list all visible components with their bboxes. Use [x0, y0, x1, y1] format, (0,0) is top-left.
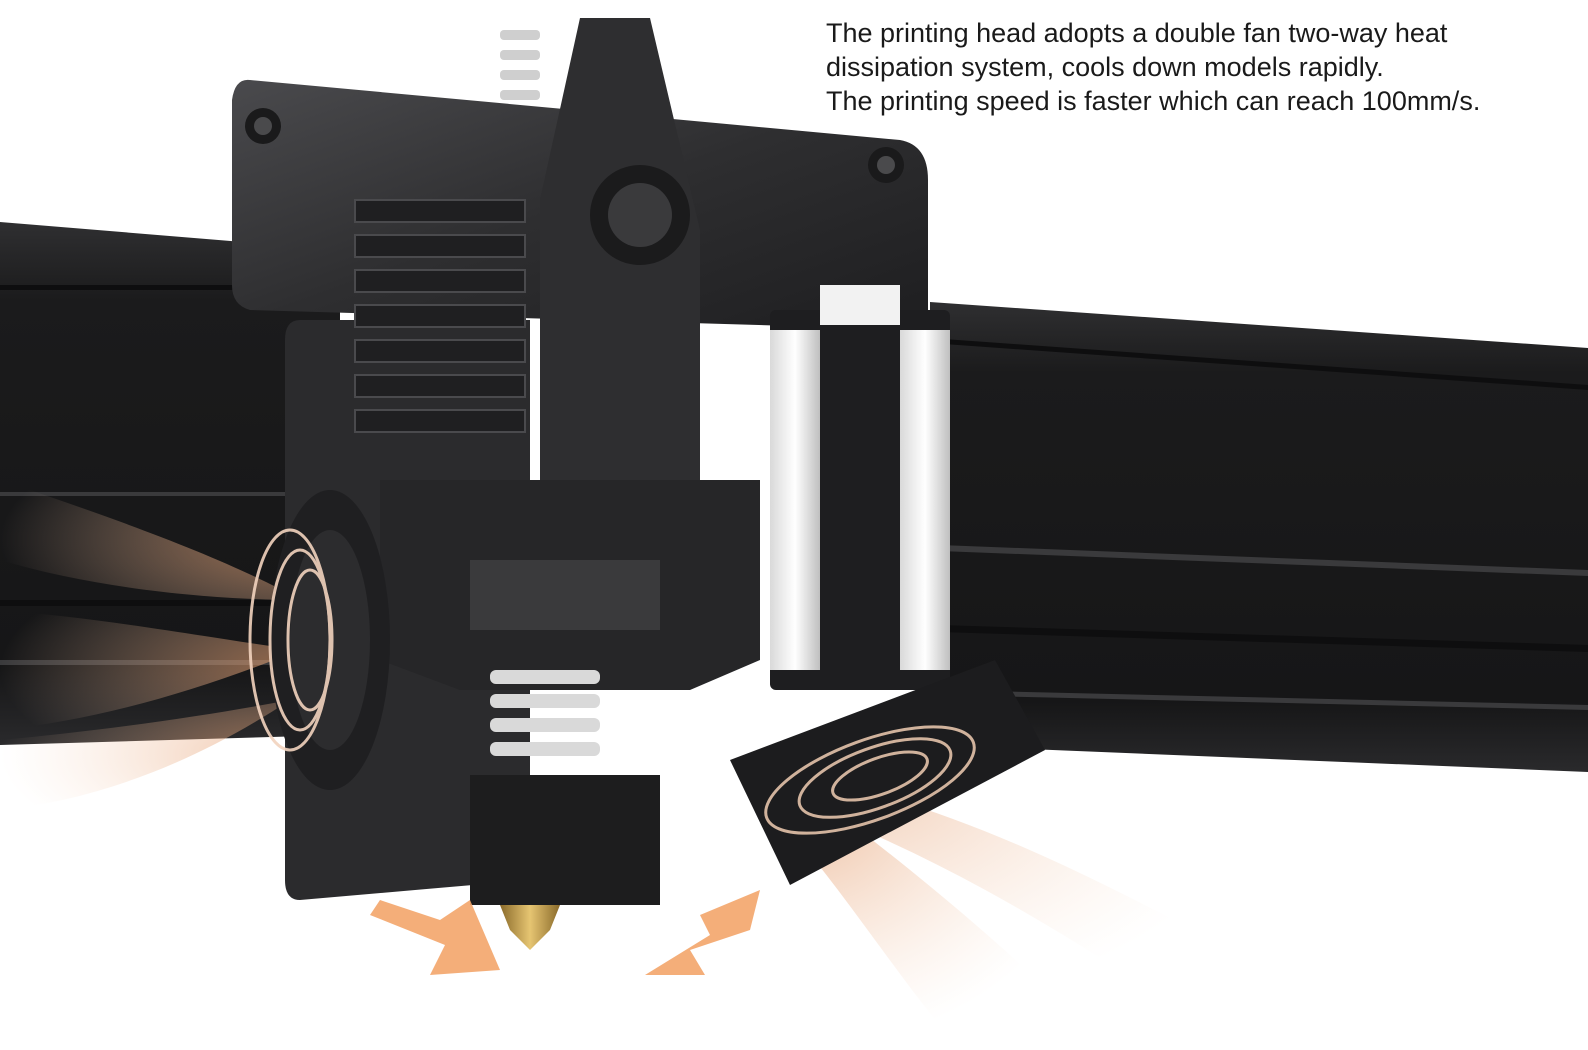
left-airflow: [0, 480, 300, 810]
caption-line-3: The printing speed is faster which can r…: [826, 86, 1481, 116]
nozzle: [500, 905, 560, 950]
right-rail: [930, 302, 1588, 772]
fan-swirl-icon: [764, 725, 976, 835]
airflow-arrows: [370, 890, 760, 975]
arrow-down-icon: [645, 890, 760, 975]
extruder-body: [285, 18, 760, 950]
caption-line-2: dissipation system, cools down models ra…: [826, 52, 1384, 82]
caption-line-1: The printing head adopts a double fan tw…: [826, 18, 1448, 48]
left-fan: [248, 490, 390, 790]
feature-caption: The printing head adopts a double fan tw…: [826, 16, 1566, 118]
right-airflow: [790, 790, 1250, 1050]
stepper-motor: [770, 285, 950, 690]
arrow-down-icon: [370, 900, 500, 975]
fan-swirl-icon: [248, 528, 334, 752]
right-fan: [730, 660, 1045, 885]
